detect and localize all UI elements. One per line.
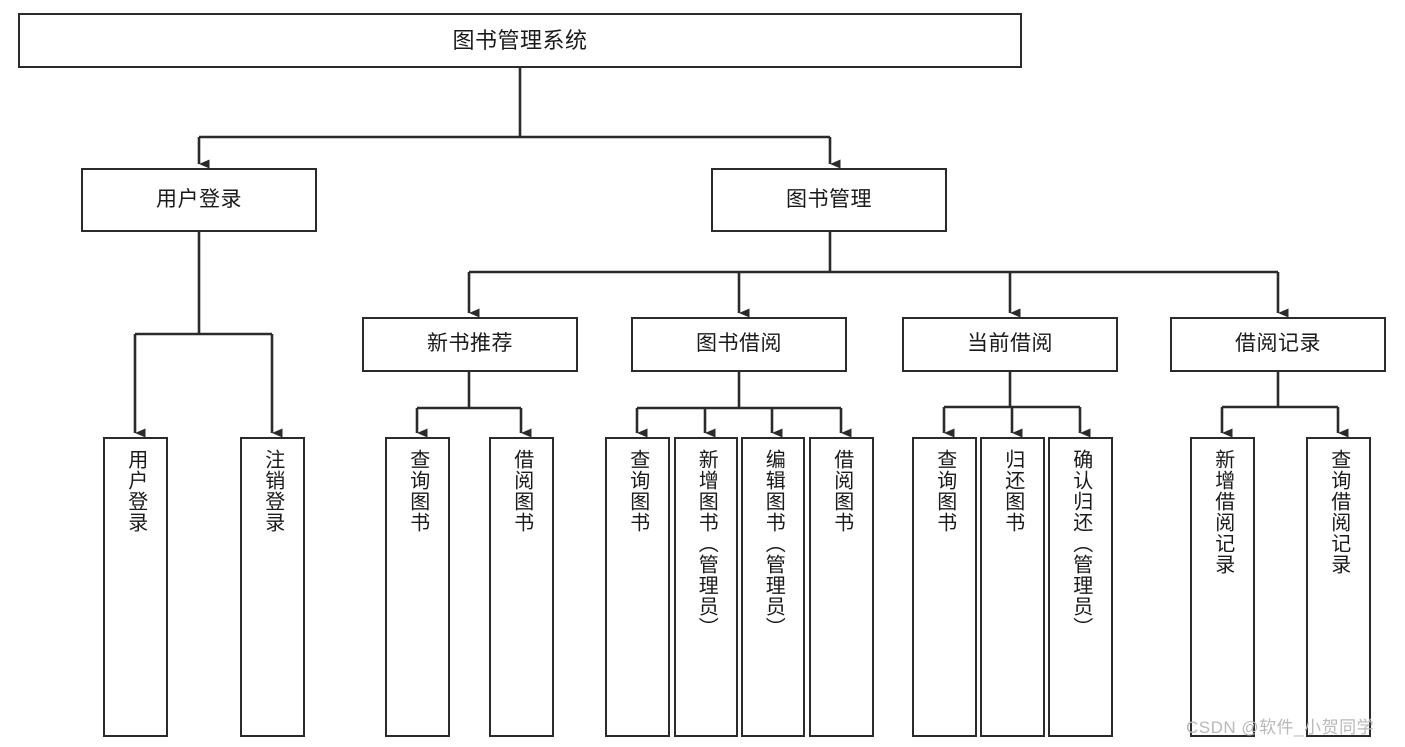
csdn-watermark: CSDN @软件_小贺同学 (1186, 718, 1375, 737)
leaf-logout-login[interactable]: 注销登录 (240, 437, 305, 737)
node-label: 新增图书（管理员） (695, 449, 718, 638)
leaf-query-book-1[interactable]: 查询图书 (385, 437, 450, 737)
node-label: 编辑图书（管理员） (762, 449, 785, 638)
leaf-query-book-3[interactable]: 查询图书 (912, 437, 977, 737)
leaf-edit-book[interactable]: 编辑图书（管理员） (741, 437, 805, 737)
node-label: 用户登录 (156, 187, 242, 211)
node-label: 确认归还（管理员） (1069, 449, 1092, 638)
node-user-login[interactable]: 用户登录 (81, 168, 317, 232)
node-book-borrow[interactable]: 图书借阅 (631, 317, 847, 372)
leaf-borrow-book-1[interactable]: 借阅图书 (489, 437, 554, 737)
node-label: 归还图书 (1001, 449, 1024, 533)
node-label: 图书借阅 (696, 332, 782, 356)
leaf-user-login[interactable]: 用户登录 (103, 437, 168, 737)
node-label: 查询借阅记录 (1327, 449, 1350, 575)
leaf-return-book[interactable]: 归还图书 (980, 437, 1045, 737)
node-label: 图书管理 (786, 187, 872, 211)
leaf-add-book[interactable]: 新增图书（管理员） (674, 437, 738, 737)
node-label: 借阅图书 (830, 449, 853, 533)
node-label: 当前借阅 (967, 332, 1053, 356)
node-label: 用户登录 (124, 449, 147, 533)
node-label: 新增借阅记录 (1211, 449, 1234, 575)
leaf-add-record[interactable]: 新增借阅记录 (1190, 437, 1255, 737)
node-label: 查询图书 (933, 449, 956, 533)
node-label: 借阅图书 (510, 449, 533, 533)
node-label: 借阅记录 (1235, 332, 1321, 356)
node-label: 查询图书 (406, 449, 429, 533)
leaf-borrow-book-2[interactable]: 借阅图书 (809, 437, 874, 737)
leaf-query-record[interactable]: 查询借阅记录 (1306, 437, 1371, 737)
node-root-book-management-system[interactable]: 图书管理系统 (18, 13, 1022, 68)
node-label: 新书推荐 (427, 332, 513, 356)
leaf-query-book-2[interactable]: 查询图书 (605, 437, 670, 737)
node-book-management[interactable]: 图书管理 (711, 168, 947, 232)
leaf-confirm-return[interactable]: 确认归还（管理员） (1048, 437, 1113, 737)
node-new-book-recommend[interactable]: 新书推荐 (362, 317, 578, 372)
node-label: 图书管理系统 (452, 27, 588, 53)
node-borrow-record[interactable]: 借阅记录 (1170, 317, 1386, 372)
node-label: 查询图书 (626, 449, 649, 533)
node-current-borrow[interactable]: 当前借阅 (902, 317, 1118, 372)
node-label: 注销登录 (261, 449, 284, 533)
